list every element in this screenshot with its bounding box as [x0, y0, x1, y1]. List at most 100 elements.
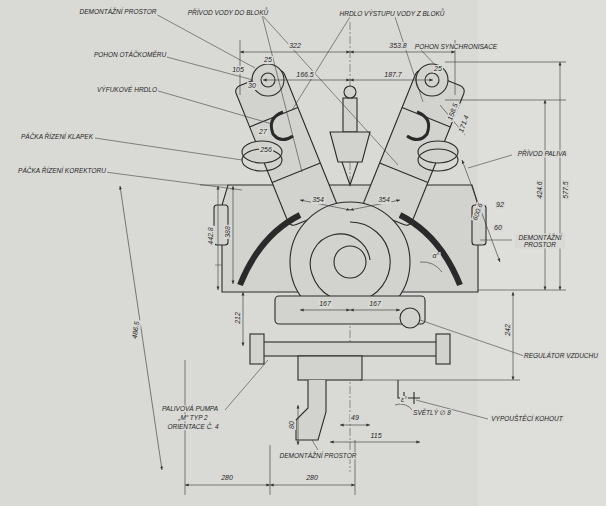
part-label: HRDLO VÝSTUPU VODY Z BLOKŮ	[339, 10, 446, 17]
air-regulator	[400, 308, 420, 328]
part-label: VÝFUKOVÉ HRDLO	[96, 86, 158, 93]
leader-line	[420, 320, 524, 356]
dimension-line	[350, 200, 400, 210]
dimension-value: 424.6	[536, 180, 544, 200]
dimension-value: ε°	[400, 396, 408, 404]
dimension-line	[350, 80, 433, 81]
dimension-line	[263, 80, 350, 81]
dimension-line	[298, 405, 299, 445]
cylinder-block	[362, 69, 466, 228]
dimension-value: 187.7	[383, 71, 403, 79]
dimension-value: 212	[234, 311, 242, 325]
dimension-line	[350, 310, 400, 311]
dimension-line	[545, 100, 546, 290]
part-label: DEMONTÁŽNÍ PROSTOR	[515, 234, 565, 249]
leader-line	[480, 240, 512, 241]
leader-line	[152, 12, 255, 68]
tower-stem	[343, 98, 357, 132]
dimension-value: 171.4	[457, 113, 471, 134]
dimension-line	[560, 62, 561, 290]
part-label: PŘÍVOD VODY DO BLOKŮ	[187, 9, 269, 16]
cylinder-block	[234, 69, 338, 228]
pump-flange	[250, 334, 264, 364]
part-label: PALIVOVÁ PUMPA	[161, 405, 219, 412]
pump-flange	[436, 334, 450, 364]
part-label: DEMONTÁŽNÍ PROSTOR	[279, 452, 358, 459]
part-label: PŘÍVOD PALIVA	[517, 150, 568, 157]
paper-light	[478, 0, 606, 506]
tower-body	[330, 132, 370, 162]
leader-line	[292, 17, 350, 110]
dimension-line	[330, 442, 420, 443]
intake-pipe	[400, 215, 460, 285]
dimension-line	[513, 292, 514, 380]
part-label: POHON SYNCHRONISACE	[414, 43, 498, 50]
dimension-value: 25	[263, 56, 273, 64]
leader-line	[312, 440, 318, 450]
leader-line	[105, 172, 242, 190]
dimension-line	[462, 160, 500, 262]
extension-line	[360, 380, 520, 381]
angle-arc	[395, 404, 413, 411]
part-label: PÁČKA ŘÍZENÍ KOREKTORU	[17, 167, 107, 174]
fuel-pump-rail	[258, 342, 442, 356]
leader-line	[468, 155, 512, 168]
center-lines	[215, 22, 478, 472]
dimension-line	[300, 200, 350, 210]
dimension-value: 105	[231, 66, 245, 74]
dimension-value: 280	[305, 474, 319, 482]
dimension-value: 30	[247, 82, 257, 90]
extension-line	[445, 62, 566, 63]
dimension-line	[350, 52, 455, 53]
tower-cap	[344, 86, 356, 98]
dimension-value: α°	[432, 252, 441, 260]
dimension-value: 80	[288, 420, 296, 430]
dimension-value: 280	[220, 474, 234, 482]
pump-body	[298, 356, 362, 380]
leader-line	[225, 360, 268, 410]
part-label: DEMONTÁŽNÍ PROSTOR	[79, 8, 158, 15]
dimension-line	[270, 485, 355, 486]
dimension-value: 353.8	[388, 42, 408, 50]
filter-rim	[418, 149, 458, 171]
part-label: „M“ TYP 2	[177, 414, 208, 421]
angle-arc	[420, 262, 442, 272]
leader-line	[155, 90, 272, 124]
dimension-line	[218, 186, 219, 290]
dimension-value: 115	[369, 432, 382, 440]
dimension-value: 256	[259, 146, 273, 154]
dimension-value: 60	[493, 224, 503, 232]
air-filter-pipe	[296, 380, 326, 440]
part-label: REGULÁTOR VZDUCHU	[523, 352, 599, 359]
impeller-hub	[334, 246, 366, 278]
dimension-value: 442.8	[207, 226, 215, 246]
dimension-line	[185, 485, 270, 486]
dimension-value: 158.5	[446, 101, 460, 122]
dimension-value: 92	[495, 201, 505, 209]
dimension-value: 25	[433, 65, 443, 73]
intake-pipe	[240, 215, 300, 285]
extension-line	[270, 445, 271, 495]
extension-line	[355, 440, 356, 495]
engine	[214, 64, 486, 440]
dimensions	[120, 40, 566, 495]
dimension-value: 486.5	[131, 320, 142, 340]
right-bank	[362, 69, 466, 228]
dimension-value: 27	[258, 128, 268, 136]
extension-line	[478, 290, 566, 291]
dimension-value: 354	[311, 196, 325, 204]
part-label: VYPOUŠTĚCÍ KOHOUT	[490, 415, 564, 422]
leader-line	[163, 56, 253, 80]
dimension-value: 577.5	[562, 180, 570, 200]
leaders	[95, 12, 524, 450]
extension-line	[445, 100, 566, 101]
dimension-value: 166.5	[295, 71, 315, 79]
left-bank	[234, 69, 338, 228]
exhaust-port	[407, 112, 429, 140]
dimension-line	[120, 186, 162, 470]
dimension-value: 354	[377, 196, 391, 204]
leader-line	[395, 17, 423, 102]
